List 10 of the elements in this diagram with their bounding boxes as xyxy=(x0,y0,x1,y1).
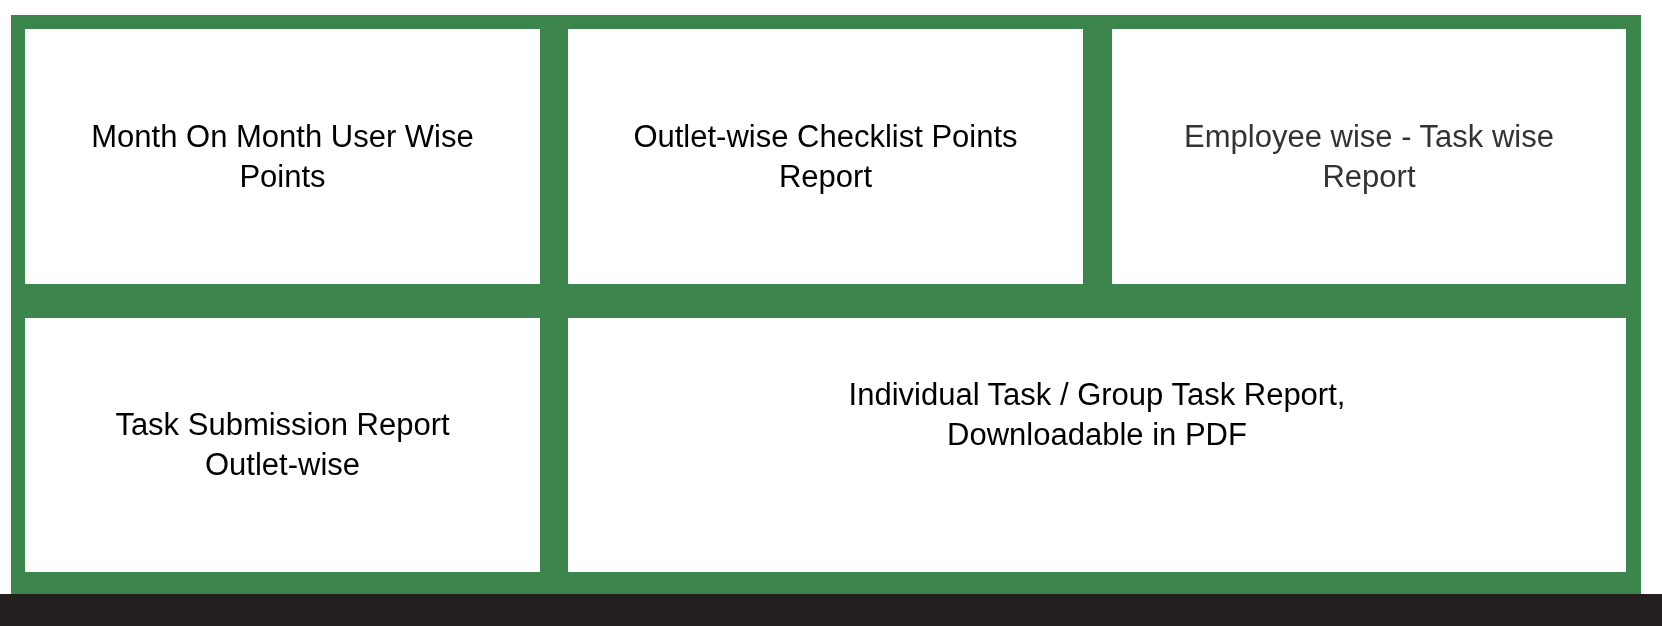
report-title: Month On Month User Wise Points xyxy=(90,117,475,196)
report-box xyxy=(568,29,1083,284)
report-box xyxy=(25,318,540,572)
report-box xyxy=(1112,29,1626,284)
report-title: Individual Task / Group Task Report, Downloadable in PDF xyxy=(847,376,1347,454)
report-box xyxy=(25,29,540,284)
report-box xyxy=(568,318,1626,572)
report-title: Outlet-wise Checklist Points Report xyxy=(632,117,1019,196)
report-title: Employee wise - Task wise Report xyxy=(1183,117,1555,196)
report-title: Task Submission Report Outlet-wise xyxy=(114,406,451,484)
